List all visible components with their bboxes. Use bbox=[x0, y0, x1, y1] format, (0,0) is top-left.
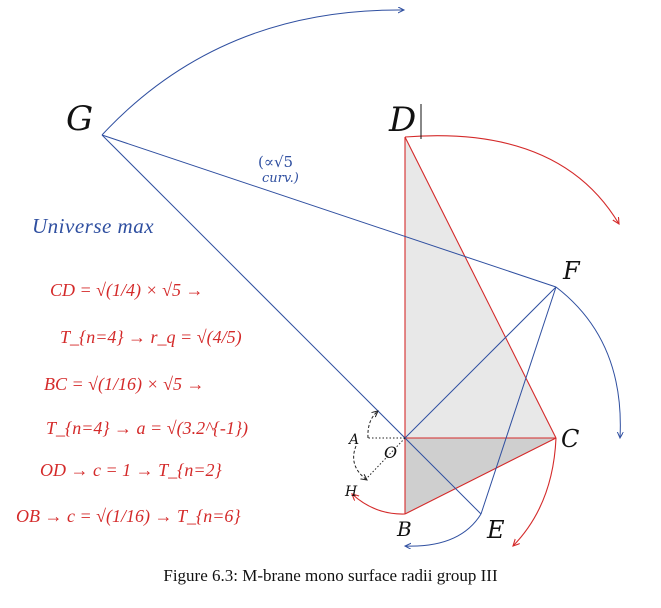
arc-g-top bbox=[101, 10, 404, 136]
label-a: A bbox=[347, 432, 359, 448]
label-d: D bbox=[388, 100, 416, 140]
equation-bc: BC = √(1/16) × √5 → bbox=[44, 374, 205, 394]
universe-max-label: Universe max bbox=[32, 214, 155, 238]
line-gf bbox=[101, 134, 557, 288]
dashed-arc-a bbox=[367, 411, 378, 439]
edge-bc bbox=[404, 437, 557, 515]
label-e: E bbox=[486, 516, 505, 544]
equation-tn4-a: T_{n=4} → a = √(3.2^{-1}) bbox=[46, 418, 249, 438]
figure-caption: Figure 6.3: M-brane mono surface radii g… bbox=[163, 566, 498, 585]
label-o: O bbox=[384, 443, 397, 462]
label-g: G bbox=[66, 99, 93, 139]
equation-ob: OB → c = √(1/16) → T_{n=6} bbox=[16, 506, 241, 526]
dotted-oh bbox=[366, 437, 406, 479]
equation-od: OD → c = 1 → T_{n=2} bbox=[40, 460, 222, 480]
label-c: C bbox=[561, 425, 579, 453]
curv-annotation-bottom: curv.) bbox=[262, 171, 299, 186]
arc-b-h bbox=[352, 494, 406, 515]
dashed-arc-ah bbox=[353, 445, 367, 480]
line-ge bbox=[101, 134, 482, 515]
arc-f-down bbox=[555, 286, 620, 438]
arc-d-right bbox=[404, 135, 619, 224]
line-fe bbox=[480, 286, 557, 515]
equation-cd: CD = √(1/4) × √5 → bbox=[50, 280, 204, 300]
arc-c-down bbox=[513, 437, 557, 546]
label-b: B bbox=[396, 517, 412, 541]
label-h: H bbox=[344, 484, 358, 500]
line-of bbox=[404, 286, 557, 439]
equation-tn4-rq: T_{n=4} → r_q = √(4/5) bbox=[60, 327, 242, 347]
arc-e-b bbox=[405, 513, 482, 546]
label-f: F bbox=[562, 257, 581, 285]
curv-annotation-top: (∝√5 bbox=[258, 153, 293, 171]
edge-dc bbox=[404, 136, 557, 439]
